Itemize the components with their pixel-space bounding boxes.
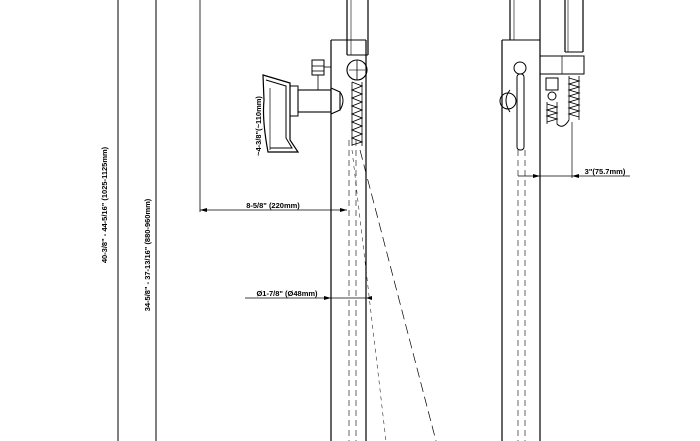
total-height-label: 40-3/8" - 44-5/16" (1025-1125mm)	[100, 146, 109, 263]
spout-reach-label: 8-5/8" (220mm)	[246, 201, 300, 210]
hose-spring	[350, 81, 364, 146]
faucet-side-view: 3"(75.7mm)	[499, 0, 630, 441]
pipe-diameter-dimension: Ø1-7/8" (Ø48mm)	[245, 289, 372, 300]
handle-height-label: ~4-3/8"(~110mm)	[254, 96, 263, 156]
faucet-front-view: ~4-3/8"(~110mm) 8-5/8" (220mm) Ø1-7/8" (…	[200, 0, 437, 441]
spout-height-dimension: 34-5/8" - 37-13/16" (880-960mm)	[143, 0, 157, 441]
handle-lever	[262, 59, 344, 153]
total-height-dimension: 40-3/8" - 44-5/16" (1025-1125mm)	[100, 0, 119, 441]
handshower-holder	[539, 0, 585, 127]
spout-reach-dimension: 8-5/8" (220mm)	[200, 201, 347, 212]
handshower-offset-dimension: 3"(75.7mm)	[518, 122, 630, 178]
spout-height-label: 34-5/8" - 37-13/16" (880-960mm)	[143, 198, 152, 311]
pipe-diameter-label: Ø1-7/8" (Ø48mm)	[256, 289, 318, 298]
handshower-offset-label: 3"(75.7mm)	[585, 167, 626, 176]
handle-height-dimension: ~4-3/8"(~110mm)	[254, 88, 271, 156]
